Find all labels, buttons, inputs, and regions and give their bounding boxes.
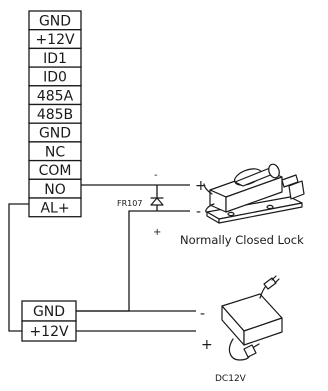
terminal-label-485b: 485B [37, 107, 73, 123]
lock-base-front [218, 202, 303, 224]
power-label-12v: +12V [29, 324, 69, 340]
diode-fr107: FR107 - + [117, 170, 164, 238]
lock-minus-sign: - [196, 204, 201, 220]
terminal-label-12v: +12V [35, 32, 75, 48]
terminal-label-id0: ID0 [43, 70, 67, 86]
adapter-cord-top [259, 285, 267, 299]
wires [8, 184, 196, 332]
lock-strike [288, 180, 305, 200]
terminal-label-gnd-top: GND [39, 14, 71, 30]
terminal-label-no: NO [44, 182, 66, 198]
lock-body-front [225, 176, 283, 213]
terminal-block: GND +12V ID1 ID0 485A 485B GND NC COM NO… [28, 10, 82, 218]
diode-minus-sign: - [154, 170, 158, 181]
diode-plus-sign: + [153, 227, 161, 238]
terminal-label-al-plus: AL+ [40, 201, 69, 217]
terminal-slot-11 [28, 197, 82, 218]
adapter-plus-sign: + [201, 337, 213, 353]
diode-triangle [150, 197, 164, 206]
adapter-prong-1 [271, 275, 277, 281]
lock-lead-2 [205, 203, 215, 213]
power-terminal-block: GND +12V [21, 300, 77, 342]
lock-connections: + - [195, 178, 207, 220]
terminal-label-485a: 485A [37, 88, 74, 104]
lock-screw-hole-1 [227, 211, 235, 217]
wire-com-to-12v [8, 203, 29, 332]
terminal-label-gnd-mid: GND [39, 126, 71, 142]
terminal-label-id1: ID1 [43, 51, 67, 67]
lock-lead-1 [203, 183, 213, 195]
adapter-prong-2 [274, 278, 280, 284]
lock-screw-hole-2 [266, 204, 274, 210]
lock-plus-sign: + [195, 178, 207, 194]
terminal-label-com: COM [39, 163, 72, 179]
adapter-wall-plug [263, 277, 277, 290]
wire-gnd-to-lock-minus [76, 210, 190, 312]
diode-label: FR107 [117, 199, 142, 208]
lock-illustration [203, 163, 305, 224]
adapter-minus-sign: - [200, 306, 205, 322]
power-label-gnd: GND [33, 304, 65, 320]
lock-cylinder-end [268, 163, 280, 179]
adapter-dc-plug [243, 344, 257, 358]
adapter-front-face [243, 317, 283, 346]
adapter-dc-tip [253, 343, 260, 348]
adapter-caption: DC12V [215, 374, 247, 384]
terminal-label-nc: NC [45, 144, 65, 160]
power-adapter-illustration [221, 275, 283, 361]
lock-caption: Normally Closed Lock [180, 233, 304, 247]
